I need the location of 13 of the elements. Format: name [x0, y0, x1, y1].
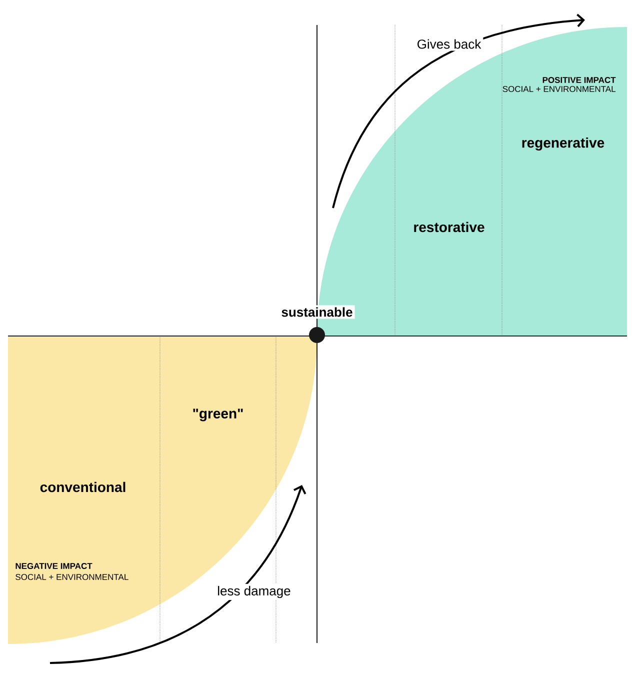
point-label: sustainable — [279, 305, 355, 319]
area-label: regenerative — [522, 137, 604, 151]
impact-subheading: SOCIAL + ENVIRONMENTAL — [502, 86, 616, 92]
impact-subheading: SOCIAL + ENVIRONMENTAL — [16, 574, 128, 580]
arrow-label: less damage — [215, 584, 293, 600]
impact-area — [8, 336, 317, 644]
arrow-label: Gives back — [414, 37, 484, 51]
area-label: restorative — [414, 222, 484, 232]
area-label: "green" — [193, 408, 243, 422]
impact-heading: POSITIVE IMPACT — [542, 77, 616, 83]
origin-dot — [309, 327, 325, 343]
impact-heading: NEGATIVE IMPACT — [16, 563, 92, 569]
area-label: conventional — [40, 482, 126, 492]
